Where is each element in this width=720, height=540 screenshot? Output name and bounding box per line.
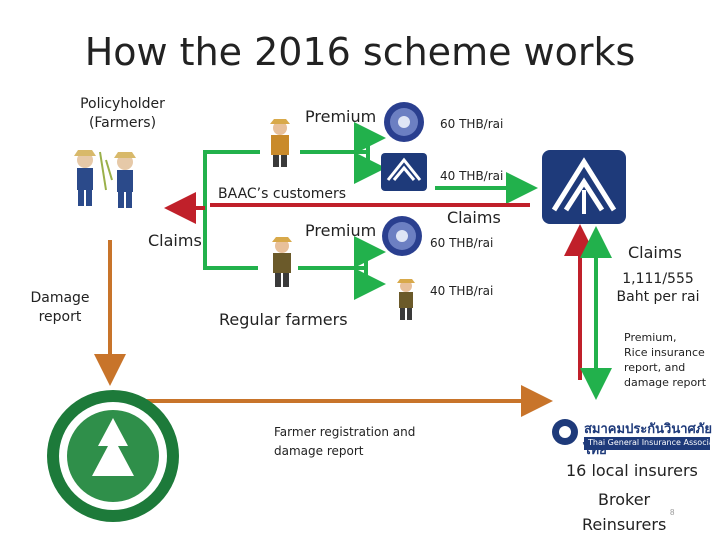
local-insurers-label: 16 local insurers	[566, 461, 698, 480]
broker-label: Broker	[598, 490, 650, 509]
page-number: 8	[670, 508, 674, 517]
reinsurers-label: Reinsurers	[582, 515, 666, 534]
tgia-english-name: Thai General Insurance Association	[588, 438, 720, 447]
